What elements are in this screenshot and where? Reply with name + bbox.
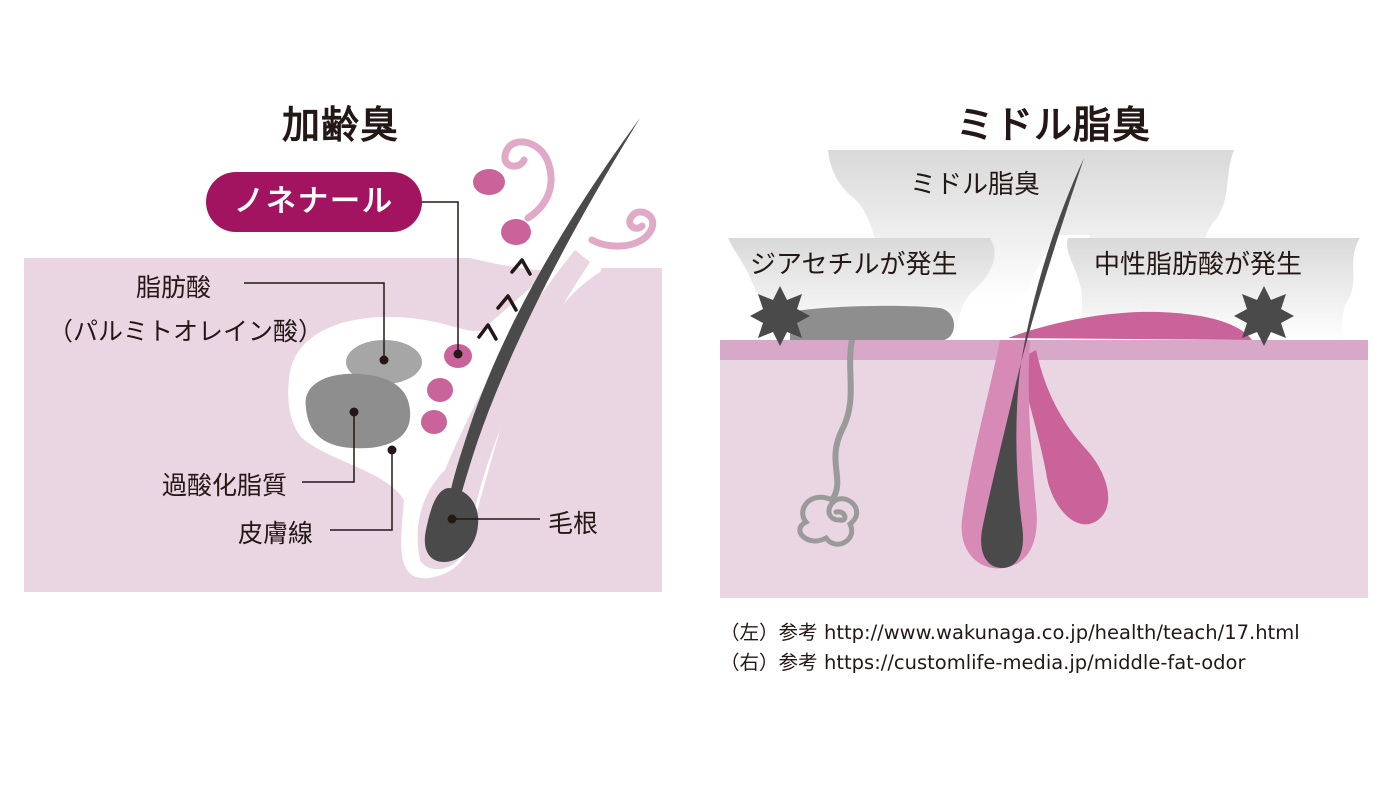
- nonenal-droplet: [427, 378, 453, 402]
- aging-odor-diagram: [24, 118, 662, 592]
- nonenal-droplet: [473, 169, 505, 195]
- odor-swirl-icon: [588, 208, 657, 250]
- leader-lines: [244, 201, 540, 531]
- hair-root-bulb: [424, 488, 479, 562]
- diacetyl-label: ジアセチルが発生: [750, 250, 958, 280]
- middle-fat-odor-cloud-label: ミドル脂臭: [910, 170, 1041, 200]
- odor-swirl-icon: [501, 138, 555, 222]
- nonenal-droplet: [501, 219, 531, 245]
- source-left: （左）参考 http://www.wakunaga.co.jp/health/te…: [720, 616, 1300, 645]
- sweat-gland-coil: [797, 494, 860, 547]
- neutral-fatty-acid-label: 中性脂肪酸が発生: [1094, 250, 1303, 280]
- leader-dots: [349, 349, 463, 524]
- nonenal-badge: ノネナール: [206, 172, 422, 232]
- sebaceous-gland: [1018, 350, 1109, 525]
- nonenal-droplet: [421, 410, 447, 434]
- source-right-tag: （右）参考: [720, 651, 818, 674]
- hair-shaft: [981, 158, 1084, 568]
- diacetyl-deposit: [790, 305, 955, 340]
- middle-fat-odor-title: ミドル脂臭: [956, 103, 1152, 147]
- skin-surface-band: [720, 340, 1368, 360]
- middle-fat-odor-diagram: [720, 150, 1368, 598]
- hair-shaft: [448, 118, 640, 505]
- bacteria-icon: [750, 286, 810, 346]
- source-right: （右）参考 https://customlife-media.jp/middle-…: [720, 646, 1245, 675]
- aging-odor-title: 加齢臭: [282, 103, 400, 147]
- source-left-url: http://www.wakunaga.co.jp/health/teach/1…: [824, 621, 1300, 644]
- fat-deposit: [1008, 311, 1252, 340]
- palmitoleic-acid-label: （パルミトオレイン酸）: [48, 317, 324, 346]
- sebaceous-gland-label: 皮膚線: [238, 519, 314, 548]
- source-left-tag: （左）参考: [720, 621, 818, 644]
- hair-root-label: 毛根: [548, 509, 599, 538]
- fatty-acid-label: 脂肪酸: [136, 273, 212, 302]
- upward-arrows: [477, 258, 532, 341]
- bacteria-icon: [1234, 286, 1294, 346]
- sweat-gland-duct: [829, 337, 855, 503]
- lipid-peroxide-label: 過酸化脂質: [162, 471, 288, 500]
- source-right-url: https://customlife-media.jp/middle-fat-o…: [824, 651, 1246, 674]
